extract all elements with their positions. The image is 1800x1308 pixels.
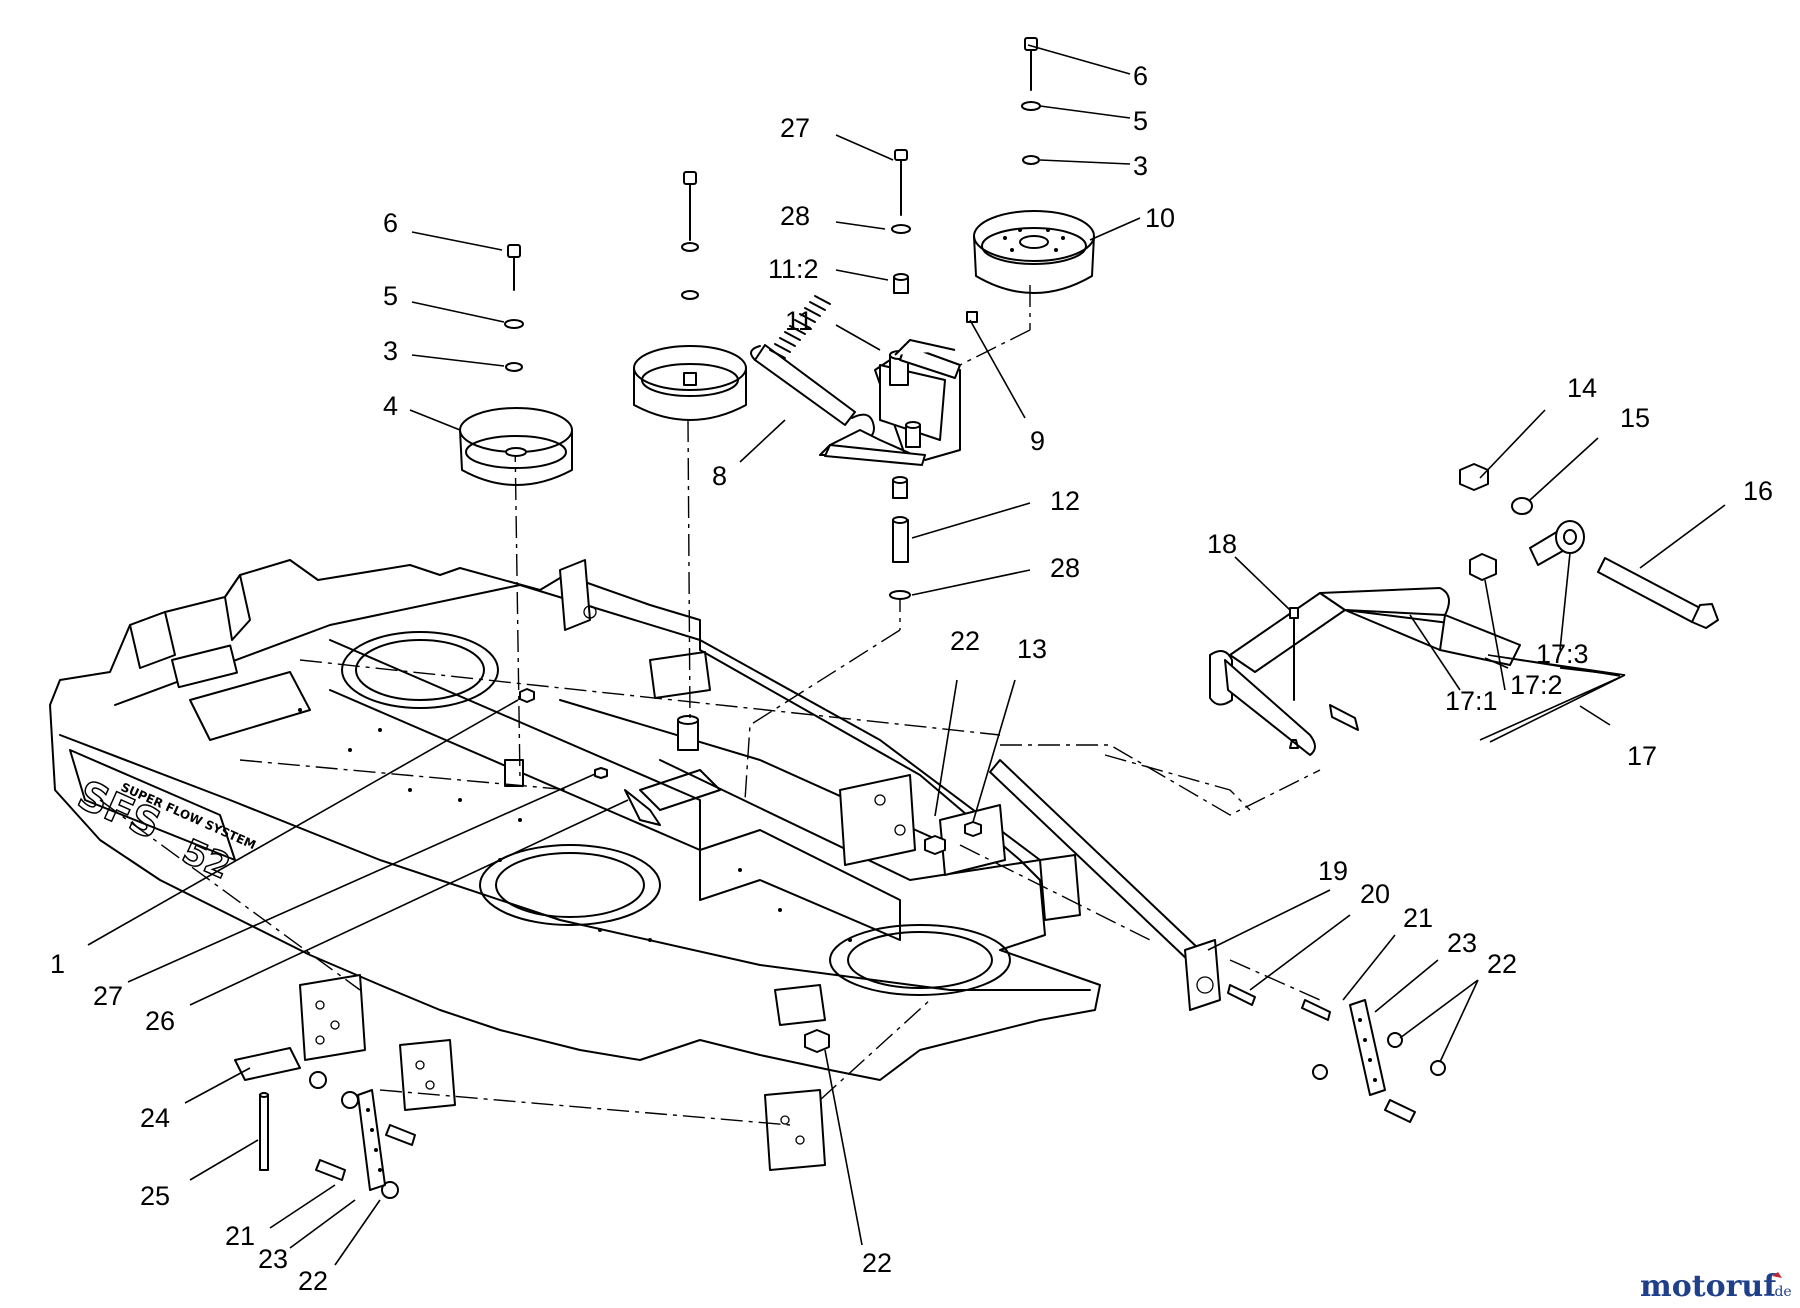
callout-5: 5 (383, 281, 398, 311)
callout-8: 8 (712, 461, 727, 491)
callout-4: 4 (383, 391, 398, 421)
idler-pulley-left-stack (459, 244, 573, 486)
callout-21: 21 (1403, 903, 1433, 933)
callout-23: 23 (1447, 928, 1477, 958)
callout-20: 20 (1360, 879, 1390, 909)
callout-labels: 6 5 3 10 27 28 11:2 11 9 8 6 5 3 4 12 28… (50, 61, 1773, 1296)
callout-11-2: 11:2 (768, 254, 819, 284)
leader-lines (87, 44, 1726, 1266)
callout-17: 17 (1627, 741, 1657, 771)
callout-27: 27 (780, 113, 810, 143)
callout-24: 24 (140, 1103, 170, 1133)
callout-19: 19 (1318, 856, 1348, 886)
callout-5: 5 (1133, 106, 1148, 136)
callout-6: 6 (383, 208, 398, 238)
callout-27: 27 (93, 981, 123, 1011)
callout-22: 22 (298, 1266, 328, 1296)
logo-accent-icon (1772, 1272, 1782, 1278)
callout-17-2: 17:2 (1510, 670, 1563, 700)
callout-17-1: 17:1 (1445, 686, 1498, 716)
assembly-centerlines (99, 285, 1321, 1126)
center-pulley-stack (633, 171, 747, 421)
callout-22: 22 (1487, 949, 1517, 979)
callout-14: 14 (1567, 373, 1597, 403)
callout-6: 6 (1133, 61, 1148, 91)
callout-13: 13 (1017, 634, 1047, 664)
callout-22: 22 (862, 1248, 892, 1278)
idler-pulley-right-stack (973, 37, 1095, 294)
watermark-brand: motoruf (1640, 1269, 1778, 1304)
callout-16: 16 (1743, 476, 1773, 506)
callout-17-3: 17:3 (1536, 639, 1589, 669)
motoruf-watermark: motoruf .de (1640, 1269, 1792, 1304)
callout-10: 10 (1145, 203, 1175, 233)
lift-link-assembly (234, 688, 1446, 1199)
roller-arm-assembly (1209, 463, 1719, 756)
watermark-suffix: .de (1770, 1284, 1792, 1300)
callout-11: 11 (785, 306, 813, 336)
callout-9: 9 (1030, 426, 1045, 456)
mower-deck: SUPER FLOW SYSTEM SFS 52 (49, 559, 1101, 1171)
callout-18: 18 (1207, 529, 1237, 559)
callout-3: 3 (383, 336, 398, 366)
callout-23: 23 (258, 1244, 288, 1274)
callout-3: 3 (1133, 151, 1148, 181)
callout-26: 26 (145, 1006, 175, 1036)
callout-1: 1 (50, 949, 65, 979)
callout-28: 28 (780, 201, 810, 231)
callout-25: 25 (140, 1181, 170, 1211)
callout-28: 28 (1050, 553, 1080, 583)
idler-arm-assembly (819, 149, 978, 600)
callout-15: 15 (1620, 403, 1650, 433)
callout-22: 22 (950, 626, 980, 656)
callout-12: 12 (1050, 486, 1080, 516)
callout-21: 21 (225, 1221, 255, 1251)
